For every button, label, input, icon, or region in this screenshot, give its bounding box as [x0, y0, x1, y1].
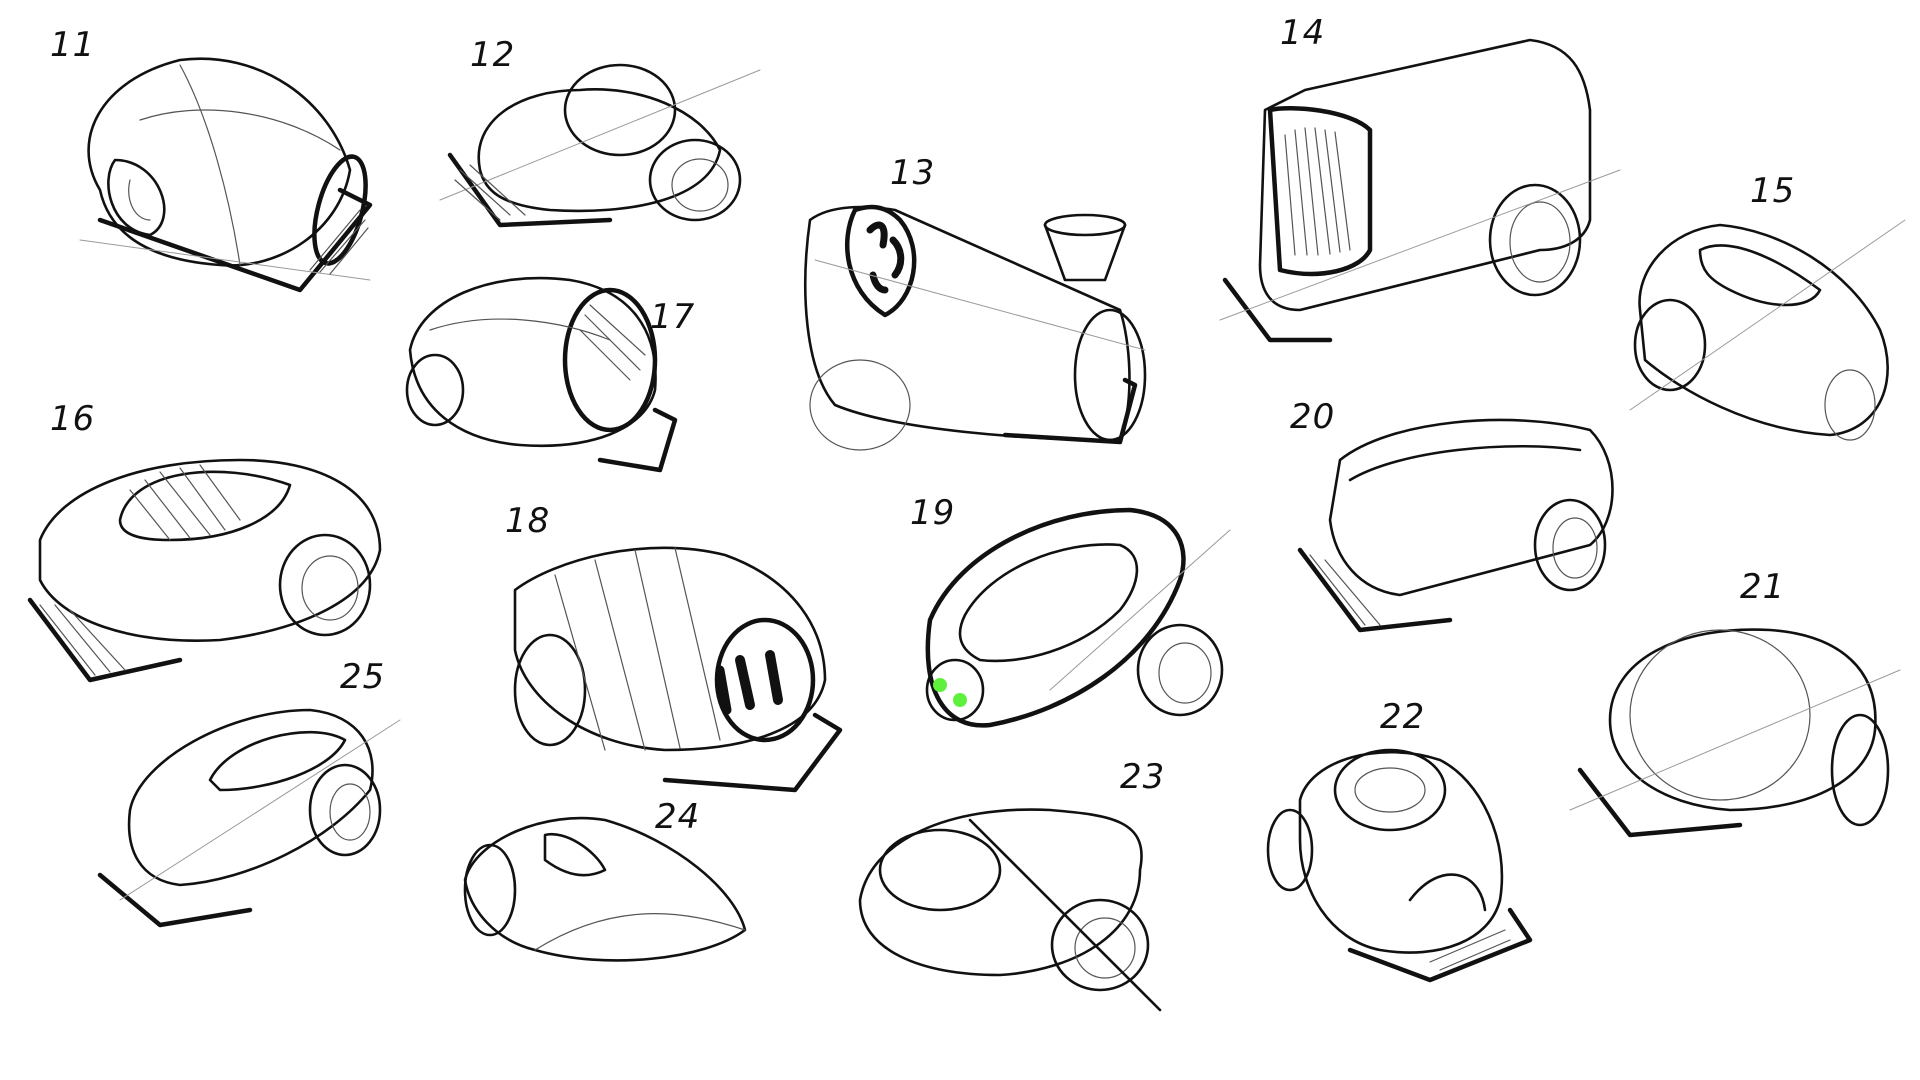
sketch-number: 19: [910, 493, 956, 533]
vehicle-drawing: [1219, 38, 1621, 343]
sketch-13: 13: [775, 150, 1155, 480]
hatch-shadow: [454, 164, 526, 221]
sketch-15: 15: [1620, 160, 1910, 460]
vehicle-drawing: [804, 204, 1147, 451]
sketch-number: 18: [505, 501, 551, 541]
sketch-number: 22: [1380, 697, 1426, 737]
sketch-17: 17: [400, 260, 730, 480]
sketch-22: 22: [1260, 700, 1550, 990]
hatch-dome: [129, 464, 241, 541]
sketch-11: 11: [40, 20, 380, 300]
sketch-number: 25: [340, 657, 386, 697]
sketch-20: 20: [1290, 400, 1650, 640]
sketch-25: 25: [97, 657, 410, 940]
vehicle-drawing: [27, 458, 382, 683]
sketch-number: 11: [50, 25, 96, 65]
sketch-number: 13: [890, 153, 936, 193]
sketch-number: 24: [655, 797, 701, 837]
vehicle-drawing: [1629, 219, 1906, 441]
vehicle-drawing: [97, 708, 401, 928]
green-light: [933, 678, 947, 692]
vehicle-drawing: [1266, 748, 1533, 983]
sketch-number: 17: [650, 297, 696, 337]
green-light: [735, 655, 755, 710]
sketch-18: 18: [495, 500, 855, 810]
vehicle-drawing: [858, 808, 1162, 1012]
vehicle-drawing: [79, 57, 373, 293]
sketch-21: 21: [1569, 567, 1910, 870]
sketch-number: 23: [1120, 757, 1166, 797]
hatch-shadow: [309, 209, 369, 275]
sketch-16: 16: [20, 390, 400, 700]
vehicle-drawing: [925, 507, 1231, 728]
sketch-number: 12: [470, 35, 516, 75]
vehicle-drawing: [513, 546, 843, 793]
sketch-19: 19: [900, 490, 1240, 760]
vehicle-drawing: [405, 276, 678, 473]
hatch-window: [1284, 127, 1351, 256]
sketch-12: 12: [430, 30, 770, 240]
sketch-23: 23: [850, 760, 1200, 1030]
vehicle-drawing: [439, 63, 761, 228]
sketch-number: 14: [1280, 13, 1326, 53]
vehicle-drawing: [1297, 418, 1614, 633]
sketch-24: 24: [455, 790, 775, 990]
sketch-number: 20: [1290, 397, 1336, 437]
green-light: [866, 221, 888, 249]
sketch-number: 15: [1750, 171, 1796, 211]
sketch-number: 21: [1740, 567, 1786, 607]
sketch-14: 14: [1210, 10, 1630, 350]
vehicle-drawing: [1569, 628, 1901, 838]
vehicle-drawing: [463, 816, 747, 962]
sketch-number: 16: [50, 399, 96, 439]
